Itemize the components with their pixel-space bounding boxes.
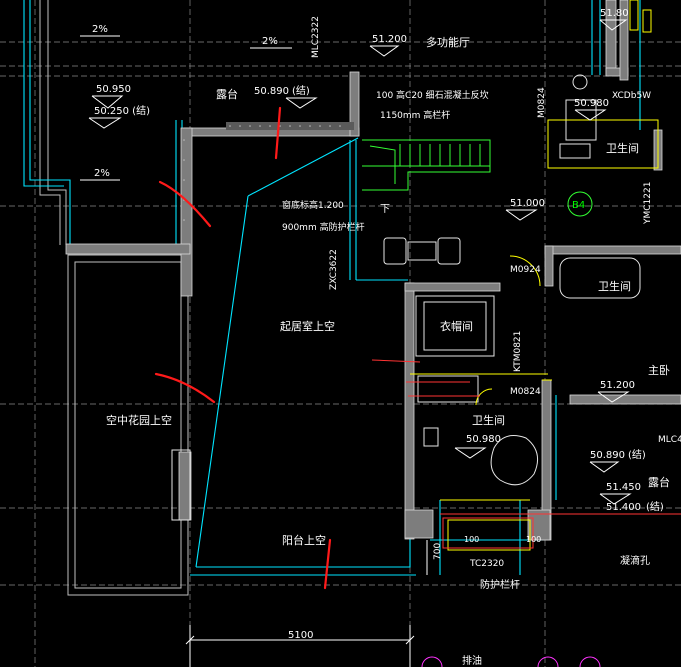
elevation-label: 51.200 [600, 380, 635, 391]
code-label: KTM0821 [513, 331, 523, 372]
elevation-label: 51.80 [600, 8, 629, 19]
slope-arrows [80, 35, 292, 181]
room-label-balcony: 露台 [216, 87, 238, 101]
elevation-label: 50.890 [590, 450, 625, 461]
room-label-closet: 衣帽间 [440, 319, 473, 333]
note-label: 下 [380, 204, 390, 215]
code-label: YMC1221 [643, 182, 653, 225]
red-thin-lines [371, 359, 681, 549]
elevation-label: 51.000 [510, 198, 545, 209]
parapet-dots [183, 125, 341, 221]
garden-outline [39, 0, 189, 596]
bottom-markers [421, 656, 601, 667]
room-label-balcony: 露台 [648, 475, 670, 489]
slope-label-3: 2% [262, 36, 278, 47]
note-label: 凝滴孔 [620, 554, 650, 567]
slope-label-1: 2% [92, 24, 108, 35]
elevation-label: 51.400 [606, 502, 641, 513]
note-label: 排油 [462, 654, 482, 667]
dimension-line [185, 540, 428, 667]
elevation-label: 50.980 [466, 434, 501, 445]
room-label-bathroom: 卫生间 [472, 413, 505, 427]
dimension-label: 5100 [288, 630, 313, 641]
code-label: TC2320 [469, 559, 504, 569]
elevation-label: 50.250 (结) [94, 104, 150, 117]
elevation-label: 51.200 [372, 34, 407, 45]
elevation-label: 51.450 [606, 482, 641, 493]
dimension-label: 100 [464, 535, 479, 544]
lift-tag-circle [567, 191, 593, 217]
room-label-terrace-void: 阳台上空 [282, 533, 326, 547]
elevation-label: 50.890 [254, 86, 289, 97]
room-label-multi-hall: 多功能厅 [426, 35, 470, 49]
code-label: M0824 [537, 87, 547, 118]
elevation-marks [88, 19, 632, 505]
room-label-bathroom: 卫生间 [598, 279, 631, 293]
doors-windows [410, 0, 659, 551]
room-label-bathroom: 卫生间 [606, 141, 639, 155]
code-label: XCDb5W [612, 91, 651, 101]
elevation-label: (结) [628, 448, 646, 461]
elevation-label: 50.950 [96, 84, 131, 95]
slope-label-2: 2% [94, 168, 110, 179]
dimension-label: 100 [526, 535, 541, 544]
elevation-label: (结) [646, 500, 664, 513]
note-label: 窗底标高1.200 [282, 199, 344, 211]
elevation-label: (结) [292, 84, 310, 97]
code-label: ZXC3622 [329, 249, 339, 290]
red-markups [154, 106, 332, 590]
code-label: M0824 [510, 387, 541, 397]
room-label-master: 主卧 [648, 364, 670, 377]
code-label: MLC2322 [311, 16, 321, 58]
staircase [362, 139, 491, 191]
code-label: MLC48 [658, 435, 681, 445]
elevation-label: 50.980 [574, 98, 609, 109]
room-label-living-void: 起居室上空 [280, 319, 335, 333]
code-label: M0924 [510, 265, 541, 275]
note-label: 100 高C20 细石混凝土反坎 [376, 89, 489, 101]
dimension-label: 700 [433, 543, 443, 560]
note-label: 防护栏杆 [480, 578, 520, 591]
furniture [171, 74, 641, 521]
note-label: 900mm 高防护栏杆 [282, 221, 365, 233]
room-label-garden-void: 空中花园上空 [106, 413, 172, 427]
lift-tag-label: B4 [572, 200, 585, 211]
walls [65, 0, 681, 541]
note-label: 1150mm 高栏杆 [380, 109, 450, 121]
